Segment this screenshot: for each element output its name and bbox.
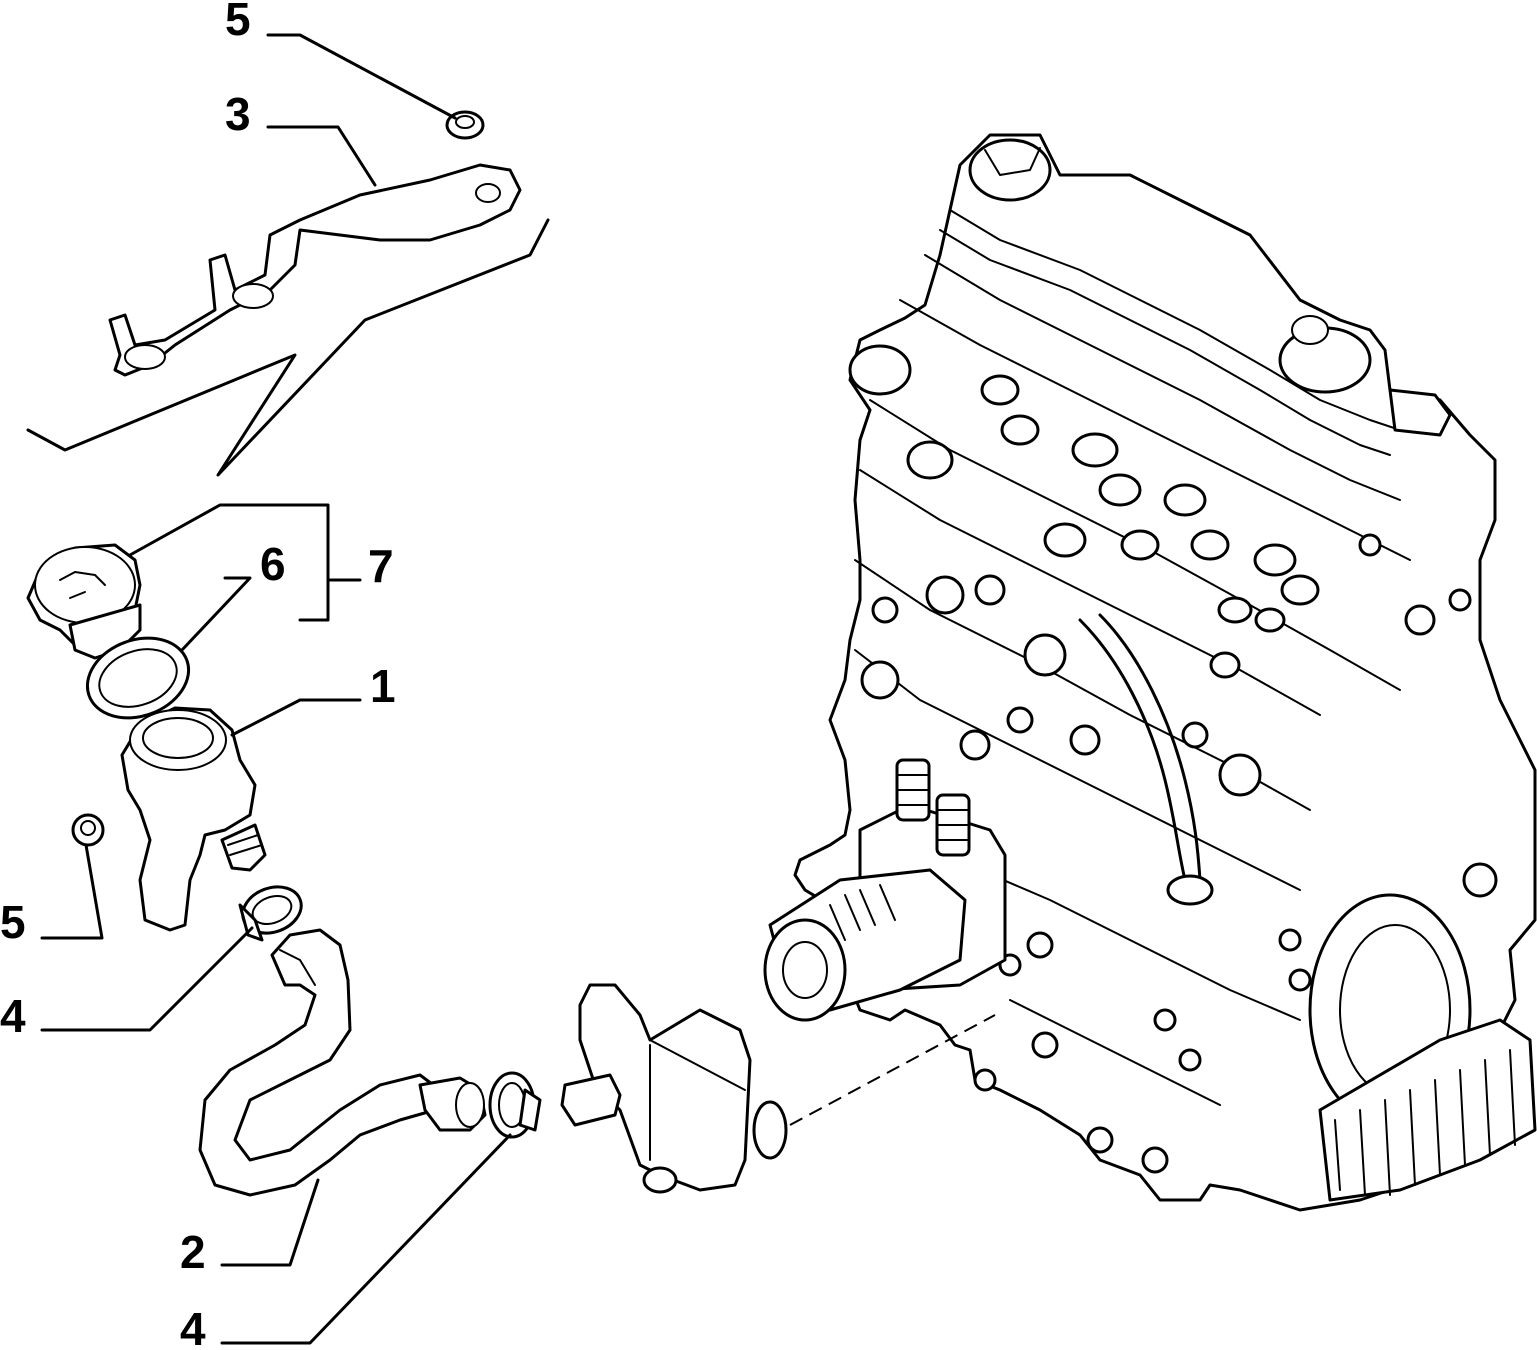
callout-6: 6: [260, 538, 286, 590]
part-1-filler-neck: [120, 706, 267, 932]
callout-labels: 5 3 6 7 1 5 4 2 4: [0, 0, 396, 1350]
callout-4-upper: 4: [0, 990, 26, 1042]
leader-line-4-upper: [40, 926, 254, 1032]
oil-separator-unit: [560, 983, 788, 1194]
callout-5-lower: 5: [0, 896, 26, 948]
leader-line-7-bracket: [128, 503, 330, 622]
leader-line-1: [230, 698, 362, 737]
callout-7: 7: [368, 540, 394, 592]
cutaway-line: [26, 218, 550, 477]
part-3-bracket: [108, 163, 522, 377]
part-4-clamp-lower: [488, 1071, 542, 1139]
callout-1: 1: [370, 660, 396, 712]
leader-line-2: [220, 1178, 320, 1267]
leader-line-3: [266, 125, 377, 187]
callout-3: 3: [225, 88, 251, 140]
leader-line-5-top: [266, 33, 457, 120]
engine-block-drawing: [763, 133, 1537, 1212]
leader-line-6: [180, 576, 252, 652]
callout-5-top: 5: [225, 0, 251, 45]
assembly-path-line: [789, 1014, 996, 1126]
part-5-nut-lower: [71, 813, 105, 847]
callout-2: 2: [180, 1226, 206, 1278]
part-4-clamp-upper: [238, 885, 303, 942]
leader-lines: [40, 33, 512, 1345]
leader-line-5-lower: [40, 843, 104, 940]
part-2-hose: [198, 928, 487, 1197]
leader-line-4-lower: [220, 1133, 512, 1345]
part-6-seal: [85, 636, 191, 720]
part-7-filler-cap: [26, 543, 142, 660]
callout-4-lower: 4: [180, 1303, 206, 1350]
